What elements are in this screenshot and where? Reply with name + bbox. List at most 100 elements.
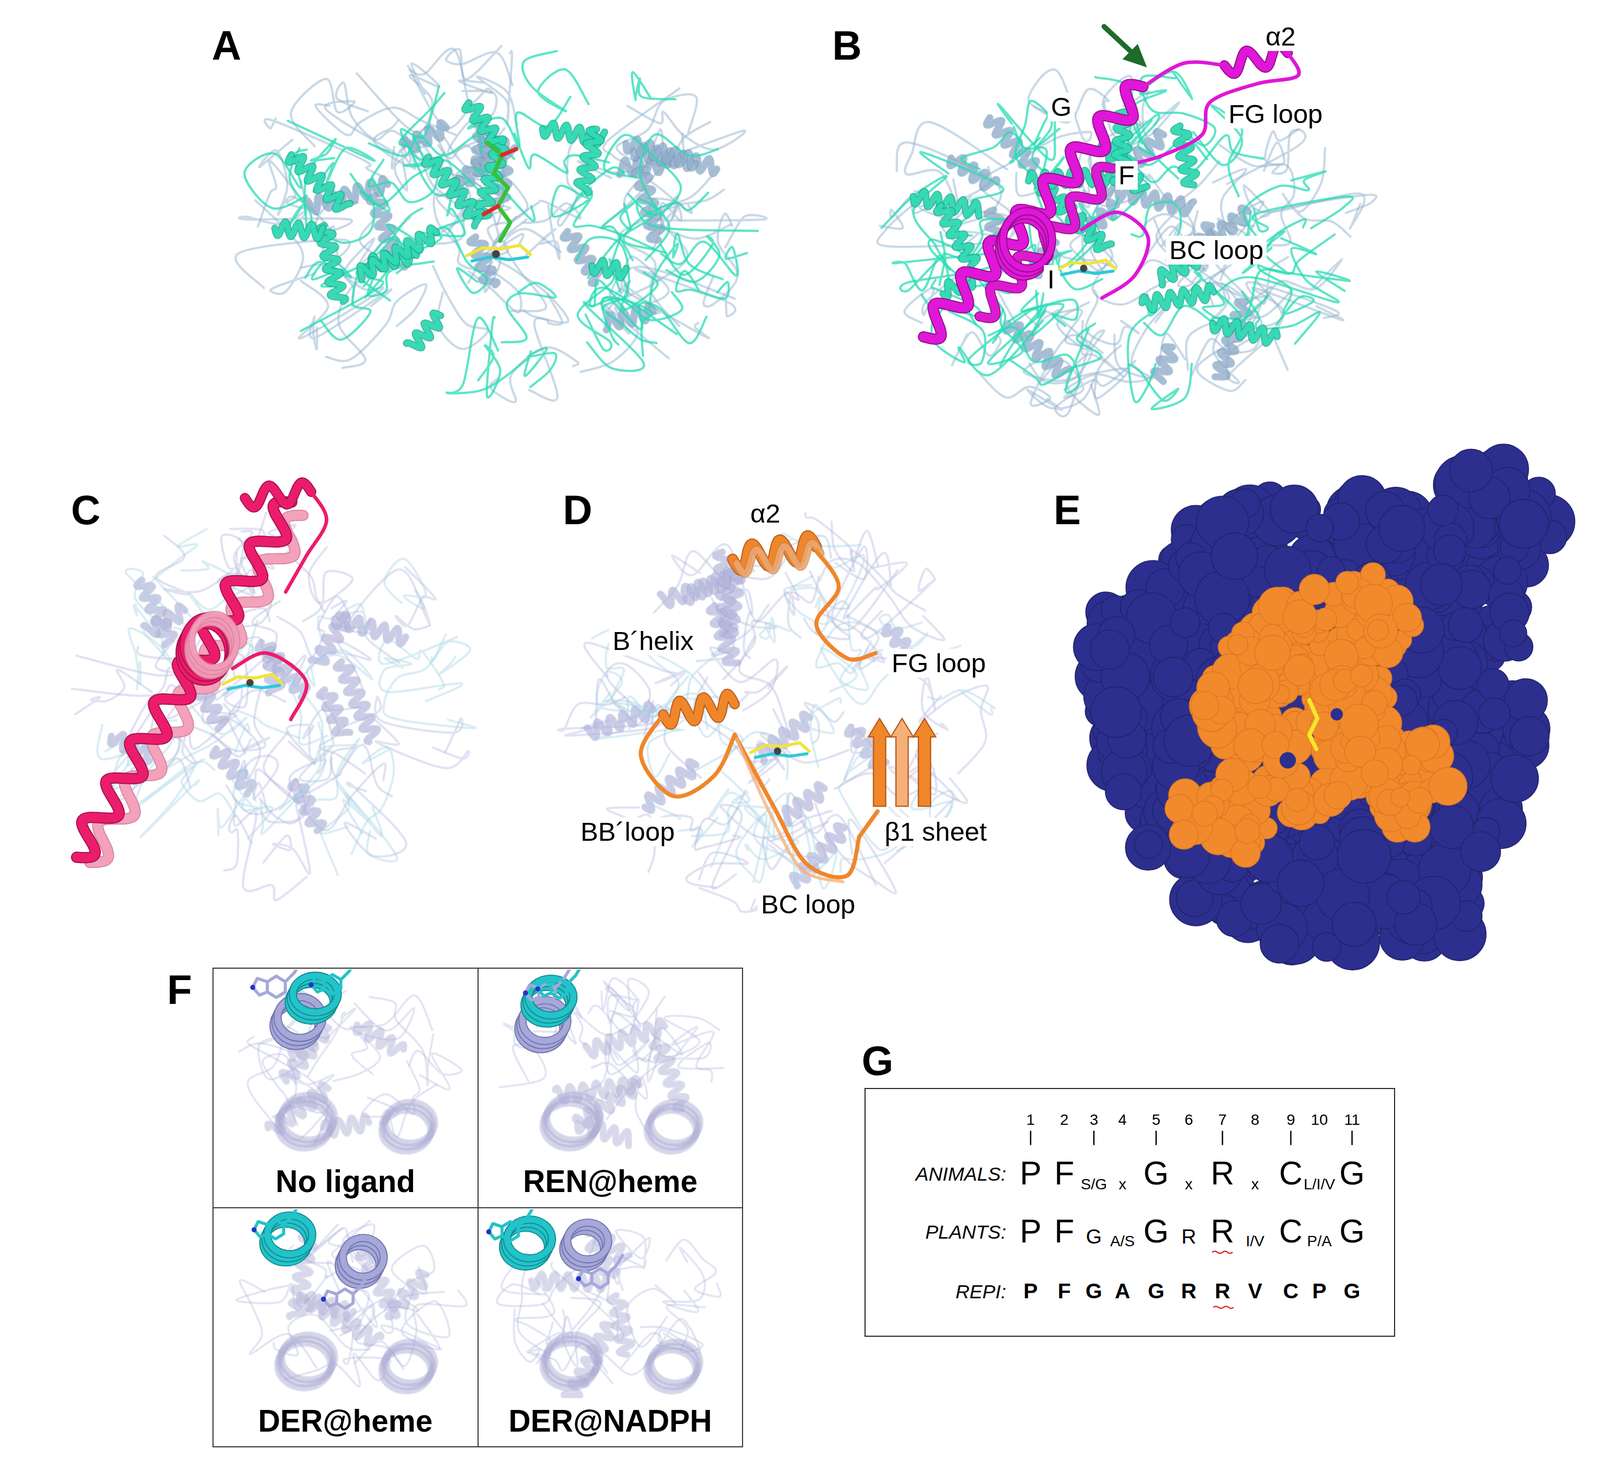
helix-ribbon xyxy=(1142,285,1214,311)
helix-edge xyxy=(274,221,324,239)
protein-loop xyxy=(338,217,383,368)
surface-patch xyxy=(1386,880,1421,914)
residue-letter: A/S xyxy=(1110,1233,1135,1249)
position-number: 5 xyxy=(1151,1111,1161,1127)
surface-patch xyxy=(1476,668,1509,701)
surface-patch xyxy=(1378,505,1425,552)
tick-mark xyxy=(1289,1130,1292,1145)
surface-patch xyxy=(1125,824,1172,871)
protein-loop xyxy=(595,728,679,777)
protein-loop xyxy=(1263,121,1308,171)
surface-patch xyxy=(1448,607,1483,643)
surface-patch xyxy=(1237,668,1274,704)
helix-ribbon xyxy=(546,1334,600,1380)
ligand-sticks xyxy=(537,978,568,998)
surface-patch xyxy=(1406,787,1432,814)
helix-edge xyxy=(319,689,350,733)
helix-ribbon xyxy=(591,260,627,278)
protein-loop xyxy=(285,491,327,592)
residue-letter: F xyxy=(1054,1215,1075,1248)
pointer-arrowhead xyxy=(1122,43,1147,68)
residue-letter: G xyxy=(1343,1280,1361,1302)
helix-edge xyxy=(644,761,697,811)
position-number: 10 xyxy=(1311,1111,1328,1127)
ligand-sticks xyxy=(254,1219,285,1240)
grid-cell: REN@heme xyxy=(477,967,744,1209)
helix-edge xyxy=(359,227,437,280)
protein-loop xyxy=(489,347,579,403)
protein-loop xyxy=(318,604,366,641)
protein-loop xyxy=(1021,293,1078,326)
surface-patch xyxy=(1367,619,1389,641)
helix-ribbon xyxy=(1215,301,1249,377)
helix-edge xyxy=(1142,285,1214,311)
helix-edge xyxy=(1215,301,1249,377)
helix-ribbon xyxy=(385,1101,435,1143)
nitrogen-atom xyxy=(576,1275,582,1281)
position-number: 7 xyxy=(1218,1111,1228,1127)
residue-letter: G xyxy=(1339,1157,1365,1190)
ligand-sticks xyxy=(755,753,808,758)
tick-mark xyxy=(1155,1130,1157,1145)
helix-edge xyxy=(288,154,351,210)
residue-letter: A xyxy=(1114,1280,1131,1302)
position-number: 9 xyxy=(1286,1111,1296,1127)
protein-loop xyxy=(351,746,394,854)
helix-edge xyxy=(465,102,505,143)
fg-loop xyxy=(816,551,876,660)
helix-edge xyxy=(191,614,237,668)
helix-edge xyxy=(576,128,602,193)
helix-ribbon xyxy=(652,1040,687,1109)
helix-ribbon xyxy=(784,784,825,824)
fg-loop xyxy=(1143,61,1225,87)
protein-loop xyxy=(703,213,738,307)
nitrogen-atom xyxy=(486,1229,492,1235)
protein-loop xyxy=(879,614,928,651)
panel-letter: G xyxy=(861,1040,894,1082)
cell-label: DER@NADPH xyxy=(508,1405,712,1437)
surface-patch xyxy=(1460,831,1501,872)
ligand-sticks xyxy=(487,143,511,242)
helix-ribbon xyxy=(936,205,978,267)
residue-letter: R xyxy=(1214,1280,1231,1302)
panel-c-structure xyxy=(72,482,476,900)
helix-edge xyxy=(591,260,627,278)
protein-loop xyxy=(320,793,398,862)
residue-letter: x xyxy=(1118,1176,1127,1192)
helix-ribbon xyxy=(356,1023,405,1054)
panel-letter: E xyxy=(1053,489,1081,531)
panel-g-marks xyxy=(1030,1130,1352,1309)
structure-label: α2 xyxy=(1262,22,1299,51)
structure-label: BB´loop xyxy=(577,817,679,847)
helix-ribbon xyxy=(986,117,1037,174)
surface-patch xyxy=(1247,775,1272,799)
surface-hole xyxy=(1330,708,1344,721)
surface-patch xyxy=(1260,924,1299,963)
nitrogen-atom xyxy=(523,990,528,996)
protein-loop xyxy=(369,135,482,156)
helix-edge xyxy=(585,1020,665,1056)
protein-loop xyxy=(666,1239,721,1297)
panel-letter: D xyxy=(562,489,592,531)
protein-loop xyxy=(446,317,528,394)
helix-edge xyxy=(546,1094,600,1140)
position-number: 6 xyxy=(1184,1111,1193,1127)
surface-patch xyxy=(1299,824,1335,861)
protein-loop xyxy=(181,759,236,817)
protein-loop xyxy=(1255,231,1350,292)
tick-mark xyxy=(1029,1130,1031,1145)
panel-b-structure xyxy=(877,26,1377,417)
protein-loop xyxy=(1085,289,1139,345)
helix-ribbon xyxy=(644,761,697,811)
protein-loop xyxy=(384,558,426,609)
iron-atom xyxy=(246,679,254,687)
protein-loop xyxy=(501,282,557,343)
helix-ribbon xyxy=(76,501,292,858)
structure-label: BC loop xyxy=(1165,235,1267,265)
helix-ribbon xyxy=(465,102,505,143)
nitrogen-atom xyxy=(320,1296,326,1302)
surface-patch xyxy=(1499,620,1527,648)
panel-d-structure xyxy=(558,512,995,912)
surface-patch xyxy=(1164,794,1194,823)
beta-strand xyxy=(913,718,936,806)
